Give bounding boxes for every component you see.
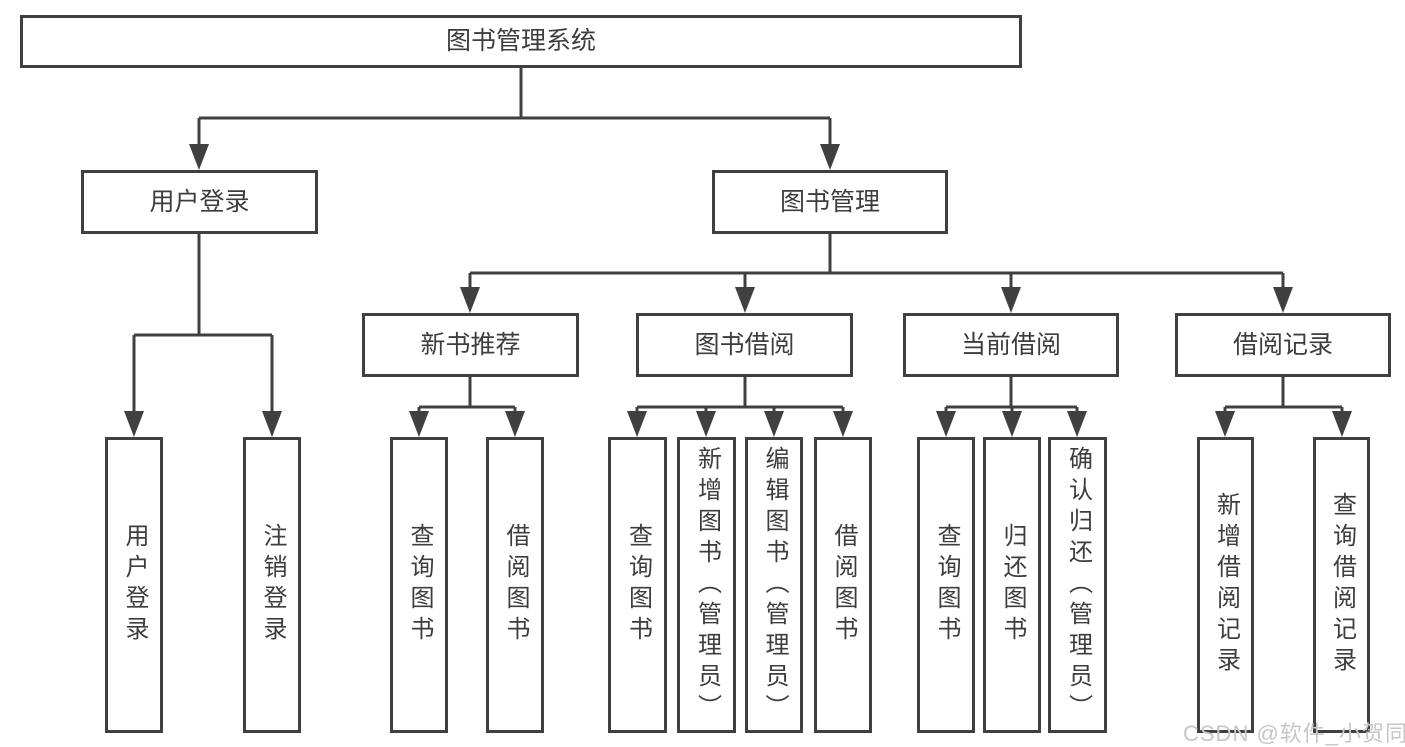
leaf-return-book: 归还图书 (983, 437, 1041, 733)
node-book-borrowing-label: 图书借阅 (694, 330, 795, 359)
leaf-add-borrow-record-label: 新增借阅记录 (1212, 492, 1240, 678)
leaf-user-login-label: 用户登录 (121, 523, 148, 647)
leaf-query-books-borrowing: 查询图书 (608, 437, 667, 733)
leaf-edit-book-admin: 编辑图书（管理员） (745, 437, 803, 733)
node-book-management-label: 图书管理 (779, 187, 880, 216)
leaf-confirm-return-admin: 确认归还（管理员） (1048, 437, 1107, 733)
arrowheads (124, 144, 1352, 437)
leaf-query-books-current-label: 查询图书 (933, 523, 960, 647)
node-library-system: 图书管理系统 (20, 15, 1022, 68)
connector-path (132, 68, 1344, 413)
node-new-book-recommend: 新书推荐 (362, 313, 579, 377)
leaf-return-book-label: 归还图书 (999, 523, 1026, 647)
leaf-logout: 注销登录 (243, 437, 301, 733)
leaf-borrow-books-borrowing-label: 借阅图书 (830, 523, 857, 647)
leaf-query-books-recommend: 查询图书 (390, 437, 448, 733)
node-user-login: 用户登录 (81, 170, 318, 234)
leaf-borrow-books-recommend: 借阅图书 (486, 437, 544, 733)
leaf-query-books-borrowing-label: 查询图书 (624, 523, 652, 647)
node-current-borrowing: 当前借阅 (903, 313, 1119, 377)
leaf-borrow-books-recommend-label: 借阅图书 (502, 523, 529, 647)
node-borrowing-records-label: 借阅记录 (1232, 330, 1333, 359)
leaf-confirm-return-admin-label: 确认归还（管理员） (1064, 445, 1092, 725)
node-borrowing-records: 借阅记录 (1175, 313, 1391, 377)
leaf-add-book-admin: 新增图书（管理员） (677, 437, 736, 733)
node-new-book-recommend-label: 新书推荐 (420, 330, 521, 359)
leaf-add-borrow-record: 新增借阅记录 (1197, 437, 1254, 733)
leaf-edit-book-admin-label: 编辑图书（管理员） (761, 445, 788, 725)
node-book-borrowing: 图书借阅 (636, 313, 853, 377)
leaf-logout-label: 注销登录 (259, 523, 286, 647)
node-book-management: 图书管理 (712, 170, 948, 234)
leaf-query-books-recommend-label: 查询图书 (406, 523, 433, 647)
leaf-borrow-books-borrowing: 借阅图书 (814, 437, 872, 733)
leaf-user-login: 用户登录 (105, 437, 163, 733)
watermark: CSDN @软件_小贺同学 (1183, 721, 1405, 746)
leaf-query-books-current: 查询图书 (917, 437, 975, 733)
node-current-borrowing-label: 当前借阅 (960, 330, 1061, 359)
node-user-login-label: 用户登录 (149, 187, 250, 216)
leaf-query-borrow-record-label: 查询借阅记录 (1328, 492, 1356, 678)
leaf-query-borrow-record: 查询借阅记录 (1313, 437, 1370, 733)
node-library-system-label: 图书管理系统 (445, 27, 596, 55)
leaf-add-book-admin-label: 新增图书（管理员） (693, 445, 721, 725)
